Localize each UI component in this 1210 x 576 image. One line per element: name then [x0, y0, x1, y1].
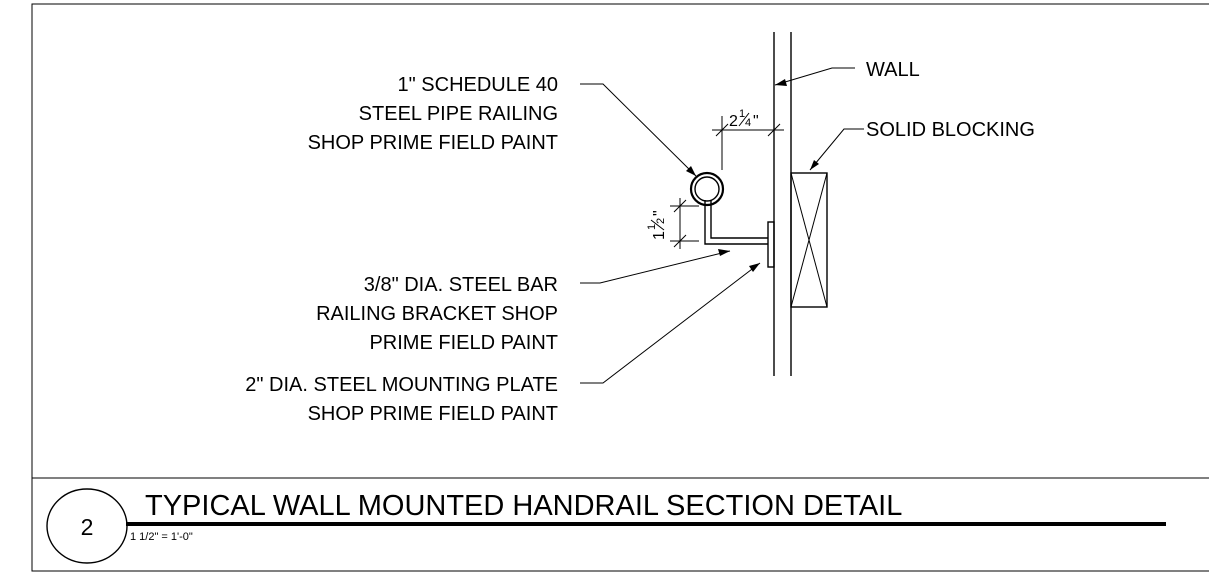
- dimension-bracket-whole: 1: [651, 231, 668, 240]
- callout-plate-line-1: 2" DIA. STEEL MOUNTING PLATE: [245, 374, 558, 396]
- callout-pipe-line-3: SHOP PRIME FIELD PAINT: [308, 132, 558, 154]
- dimension-offset-inch: ": [753, 113, 759, 130]
- detail-scale: 1 1/2" = 1'-0": [130, 531, 193, 543]
- dimension-bracket-inch: ": [651, 210, 668, 216]
- pipe-railing-inner: [694, 176, 720, 202]
- dimension-bracket-den: 2: [655, 218, 667, 224]
- pipe-railing-outer: [689, 171, 725, 207]
- callout-pipe-line-1: 1" SCHEDULE 40: [398, 74, 559, 96]
- dimension-offset-whole: 2: [729, 113, 738, 130]
- bracket-bar-outer: [704, 200, 768, 245]
- leader-wall: [774, 67, 855, 86]
- callout-blocking: SOLID BLOCKING: [866, 119, 1035, 141]
- dimension-bracket-num: 1: [646, 224, 658, 230]
- sheet-border: [31, 3, 1209, 572]
- callout-bar-line-2: RAILING BRACKET SHOP: [316, 303, 558, 325]
- leader-pipe: [580, 83, 697, 177]
- callout-pipe-line-2: STEEL PIPE RAILING: [359, 103, 558, 125]
- dimension-offset-den: 4: [745, 117, 751, 129]
- mounting-plate: [767, 221, 775, 268]
- leader-plate: [580, 262, 761, 384]
- dimension-bracket: 1 1 2 ": [646, 198, 699, 249]
- callout-bar-line-3: PRIME FIELD PAINT: [369, 332, 558, 354]
- detail-number: 2: [81, 514, 94, 540]
- bracket-bar-inner: [710, 200, 768, 239]
- solid-blocking: [790, 172, 828, 308]
- dimension-offset-num: 1: [739, 108, 745, 120]
- dimension-offset: 2 1 4 ": [712, 108, 784, 170]
- detail-title-block: 2 TYPICAL WALL MOUNTED HANDRAIL SECTION …: [46, 488, 1166, 564]
- callout-wall: WALL: [866, 59, 920, 81]
- leader-blocking: [809, 128, 864, 171]
- callout-plate-line-2: SHOP PRIME FIELD PAINT: [308, 403, 558, 425]
- detail-title: TYPICAL WALL MOUNTED HANDRAIL SECTION DE…: [145, 490, 902, 522]
- callout-bar-line-1: 3/8" DIA. STEEL BAR: [364, 274, 558, 296]
- leader-bar: [580, 249, 731, 284]
